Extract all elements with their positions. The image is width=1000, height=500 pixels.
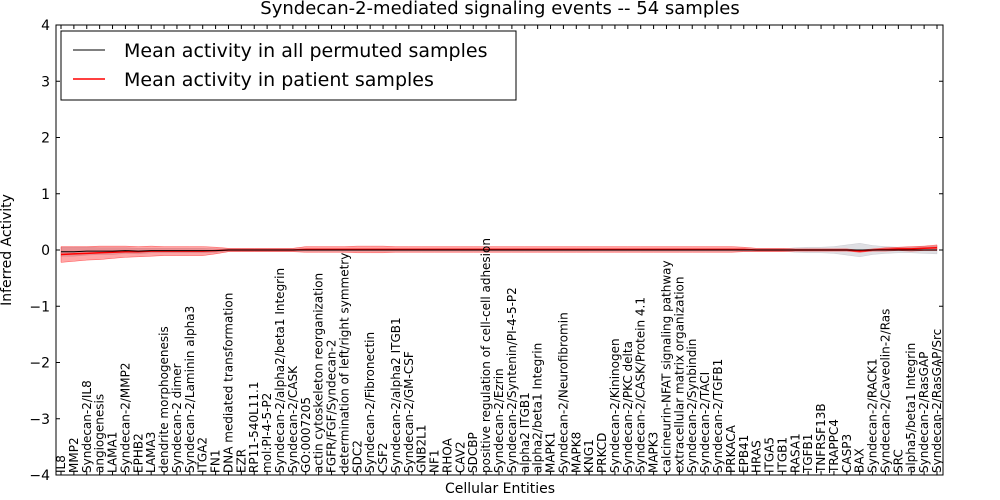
x-tick-label: SDC2 (350, 440, 364, 473)
x-tick-label: EZR (234, 449, 248, 473)
x-tick-label: FGFR/FGF/Syndecan-2 (325, 340, 339, 473)
x-tick-label: Syndecan-2/TGFB1 (711, 359, 725, 473)
x-tick-label: extracellular matrix organization (672, 277, 686, 474)
x-tick-label: IL8 (54, 455, 68, 473)
x-tick-label: CAV2 (453, 441, 467, 473)
x-tick-label: DNA mediated transformation (222, 293, 236, 473)
x-tick-label: TRAPPC4 (827, 419, 841, 474)
x-tick-label: LAMA3 (144, 432, 158, 473)
y-tick-label: 4 (41, 18, 50, 34)
x-tick-label: Syndecan-2/alpha2 ITGB1 (389, 317, 403, 473)
x-tick-label: Syndecan-2/MMP2 (118, 363, 132, 473)
x-tick-label: PRKACA (724, 424, 738, 473)
x-axis-label: Cellular Entities (445, 481, 555, 497)
x-tick-label: Syndecan-2 dimer (170, 363, 184, 473)
y-tick-label: −4 (29, 468, 50, 484)
x-tick-label: alpha2 ITGB1 (518, 392, 532, 473)
x-tick-label: Syndecan-2/Laminin alpha3 (183, 306, 197, 473)
x-tick-label: calcineurin-NFAT signaling pathway (660, 260, 674, 473)
x-tick-label: Syndecan-2/GM-CSF (402, 351, 416, 473)
x-tick-label: Syndecan-2/Synbindin (685, 339, 699, 473)
x-tick-label: CASP3 (840, 434, 854, 473)
y-tick-label: 2 (41, 131, 50, 147)
y-tick-label: 1 (41, 187, 50, 203)
x-tick-label: Syndecan-2/Caveolin-2/Ras (879, 309, 893, 473)
x-tick-label: RASA1 (788, 433, 802, 473)
x-tick-label: ITGA5 (763, 437, 777, 473)
x-tick-label: MAPK1 (544, 432, 558, 473)
x-tick-label: actin cytoskeleton reorganization (312, 273, 326, 473)
x-tick-label: Syndecan-2/Ezrin (492, 368, 506, 473)
x-tick-label: RP11-540L11.1 (247, 382, 261, 473)
x-tick-label: GNB2L1 (415, 425, 429, 473)
y-tick-label: −3 (29, 412, 50, 428)
x-tick-label: ITGB1 (775, 437, 789, 473)
y-axis-label: Inferred Activity (0, 194, 15, 306)
x-tick-label: Syndecan-2/Kininogen (608, 338, 622, 473)
x-tick-label: SDCBP (466, 432, 480, 473)
x-tick-label: alpha2/beta1 Integrin (531, 343, 545, 473)
x-tick-label: EPHB2 (131, 433, 145, 473)
x-axis: IL8MMP2Syndecan-2/IL8angiogenesisLAMA1Sy… (54, 25, 944, 475)
x-tick-label: MAPK3 (647, 432, 661, 473)
x-tick-label: RHOA (441, 437, 455, 473)
y-axis: −4 −3 −2 −1 0 1 2 3 4 (29, 18, 943, 484)
x-tick-label: ITGA2 (196, 437, 210, 473)
x-tick-label: EPB41 (737, 435, 751, 473)
x-tick-label: Syndecan-2/CASK (286, 365, 300, 473)
legend: Mean activity in all permuted samplesMea… (60, 30, 517, 101)
y-tick-label: 3 (41, 74, 50, 90)
x-tick-label: TGFB1 (801, 434, 815, 474)
x-tick-label: KNG1 (582, 439, 596, 473)
x-tick-label: MMP2 (67, 437, 81, 473)
x-tick-label: Syndecan-2/Syntenin/PI-4-5-P2 (505, 287, 519, 473)
x-tick-label: Syndecan-2/PKC delta (621, 341, 635, 473)
x-tick-label: angiogenesis (93, 394, 107, 473)
x-tick-label: Syndecan-2/IL8 (80, 380, 94, 473)
x-tick-label: Syndecan-2/RACK1 (866, 358, 880, 473)
y-tick-label: −1 (29, 299, 50, 315)
x-tick-label: LAMA1 (106, 432, 120, 473)
x-tick-label: HRAS (750, 440, 764, 473)
x-tick-label: NF1 (428, 449, 442, 473)
x-tick-label: PRKCD (595, 433, 609, 473)
line-permuted (61, 249, 937, 253)
x-tick-label: mol:PI-4-5-P2 (260, 393, 274, 473)
chart-title: Syndecan-2-mediated signaling events -- … (260, 0, 739, 19)
x-tick-label: dendrite morphogenesis (157, 326, 171, 473)
x-tick-label: GO:0007205 (299, 397, 313, 473)
plot-area (60, 243, 938, 263)
x-tick-label: alpha5/beta1 Integrin (904, 343, 918, 473)
x-tick-label: SRC (891, 449, 905, 473)
x-tick-label: Syndecan-2/Neurofibromin (556, 312, 570, 473)
x-tick-label: Syndecan-2/alpha2/beta1 Integrin (273, 268, 287, 473)
x-tick-label: Syndecan-2/CASK/Protein 4.1 (634, 297, 648, 473)
x-tick-label: CSF2 (376, 442, 390, 473)
x-tick-label: BAX (853, 448, 867, 473)
x-tick-label: MAPK8 (569, 432, 583, 473)
x-tick-label: Syndecan-2/RasGAP/Src (930, 329, 944, 473)
x-tick-label: Syndecan-2/RasGAP (917, 352, 931, 473)
y-tick-label: 0 (41, 243, 50, 259)
x-tick-label: positive regulation of cell-cell adhesio… (479, 238, 493, 473)
y-tick-label: −2 (29, 356, 50, 372)
x-tick-label: TNFRSF13B (814, 403, 828, 474)
x-tick-label: FN1 (209, 449, 223, 473)
x-tick-label: determination of left/right symmetry (337, 253, 351, 473)
legend-box (60, 30, 517, 101)
x-tick-label: Syndecan-2/Fibronectin (363, 332, 377, 473)
legend-label-patient: Mean activity in patient samples (124, 69, 434, 91)
legend-label-permuted: Mean activity in all permuted samples (124, 40, 487, 62)
x-tick-label: Syndecan-2/TACI (698, 372, 712, 473)
